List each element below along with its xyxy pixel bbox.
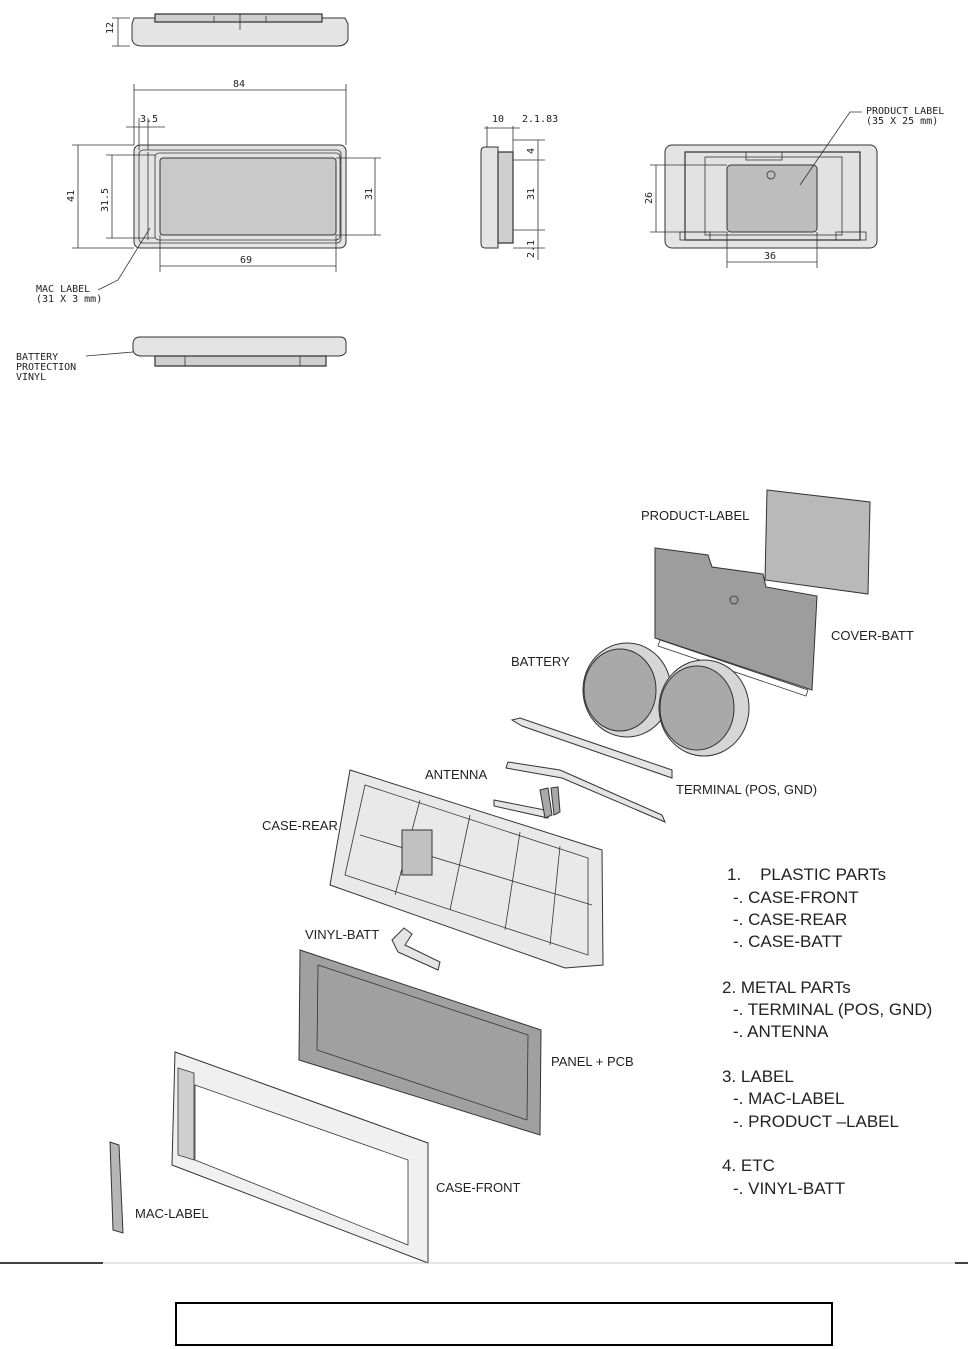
bom-group-label: 3. LABEL bbox=[722, 1067, 794, 1086]
case-rear-part bbox=[329, 769, 604, 969]
label-case-front: CASE-FRONT bbox=[436, 1180, 521, 1195]
label-mac-label: MAC-LABEL bbox=[135, 1206, 209, 1221]
product-label-size: (35 X 25 mm) bbox=[866, 116, 938, 127]
bom-item: -. CASE-FRONT bbox=[733, 888, 859, 907]
dim-width-36: 36 bbox=[764, 251, 776, 262]
bom-group-metal: 2. METAL PARTs bbox=[722, 978, 851, 997]
label-cover-batt: COVER-BATT bbox=[831, 628, 914, 643]
dim-height-26: 26 bbox=[644, 192, 655, 204]
parts-list: 1. PLASTIC PARTs -. CASE-FRONT -. CASE-R… bbox=[722, 865, 932, 1198]
label-case-rear: CASE-REAR bbox=[262, 818, 338, 833]
label-antenna: ANTENNA bbox=[425, 767, 487, 782]
bom-item: -. MAC-LABEL bbox=[733, 1089, 844, 1108]
bom-item: -. TERMINAL (POS, GND) bbox=[733, 1000, 932, 1019]
side-view-top: 12 bbox=[105, 13, 349, 47]
dim-window-height-31: 31 bbox=[364, 188, 375, 200]
dim-lip: 2.1.83 bbox=[522, 114, 558, 125]
cover-batt-part bbox=[654, 547, 818, 691]
dim-bottom-2-1: 2.1 bbox=[526, 240, 537, 258]
antenna-part bbox=[493, 799, 549, 819]
label-panel-pcb: PANEL + PCB bbox=[551, 1054, 634, 1069]
label-battery: BATTERY bbox=[511, 654, 570, 669]
bom-item: -. CASE-BATT bbox=[733, 932, 842, 951]
technical-drawing: 12 84 3.5 41 31.5 31 bbox=[0, 13, 968, 1264]
dim-mid-31: 31 bbox=[526, 188, 537, 200]
battery-part bbox=[582, 642, 750, 757]
side-view-bottom: BATTERY PROTECTION VINYL bbox=[16, 336, 347, 383]
label-terminal: TERMINAL (POS, GND) bbox=[676, 782, 817, 797]
bom-group-etc: 4. ETC bbox=[722, 1156, 775, 1175]
dim-depth-10: 10 bbox=[492, 114, 504, 125]
exploded-view: PRODUCT-LABEL COVER-BATT BATTERY ANTENNA… bbox=[109, 489, 914, 1264]
label-vinyl-batt: VINYL-BATT bbox=[305, 927, 379, 942]
bom-item: -. CASE-REAR bbox=[733, 910, 847, 929]
dim-top-4: 4 bbox=[526, 148, 537, 154]
vinyl-batt-part bbox=[391, 927, 441, 971]
label-product-label: PRODUCT-LABEL bbox=[641, 508, 749, 523]
mac-label-part bbox=[109, 1141, 124, 1234]
dim-margin-3-5: 3.5 bbox=[140, 114, 158, 125]
dim-window-width-69: 69 bbox=[240, 255, 252, 266]
front-view: 84 3.5 41 31.5 31 69 MAC LABEL (31 X 3 m… bbox=[36, 79, 381, 305]
panel-pcb-part bbox=[298, 949, 542, 1136]
bom-item: -. ANTENNA bbox=[733, 1022, 829, 1041]
bom-item: -. VINYL-BATT bbox=[733, 1179, 845, 1198]
bom-item: -. PRODUCT –LABEL bbox=[733, 1112, 899, 1131]
battery-vinyl-callout-1: BATTERY bbox=[16, 352, 58, 363]
rear-view: PRODUCT LABEL (35 X 25 mm) 26 36 bbox=[644, 106, 944, 268]
terminal-part bbox=[510, 717, 673, 779]
mac-label-callout: MAC LABEL bbox=[36, 284, 90, 295]
mac-label-size: (31 X 3 mm) bbox=[36, 294, 102, 305]
battery-vinyl-callout-3: VINYL bbox=[16, 372, 46, 383]
bom-group-plastic: 1. PLASTIC PARTs bbox=[727, 865, 886, 884]
side-view-right: 10 2.1.83 4 31 2.1 bbox=[480, 114, 558, 260]
dim-inner-height-31-5: 31.5 bbox=[100, 188, 111, 212]
battery-vinyl-callout-2: PROTECTION bbox=[16, 362, 76, 373]
caption-box bbox=[175, 1302, 833, 1346]
dim-height-41: 41 bbox=[66, 190, 77, 202]
dim-width-84: 84 bbox=[233, 79, 245, 90]
product-label-callout: PRODUCT LABEL bbox=[866, 106, 944, 117]
product-label-part bbox=[764, 489, 871, 595]
dim-height-12: 12 bbox=[105, 22, 116, 34]
